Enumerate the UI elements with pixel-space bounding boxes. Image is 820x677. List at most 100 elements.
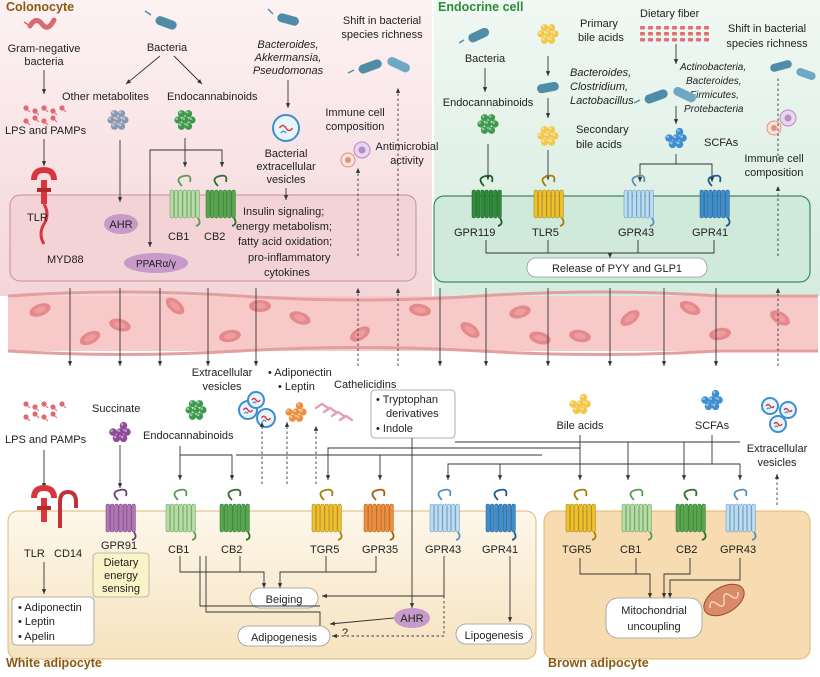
gpr43-label-endocrine: GPR43 bbox=[618, 227, 654, 239]
vessel-transport-arrows bbox=[67, 288, 781, 366]
bev-label-3: vesicles bbox=[266, 174, 306, 186]
shift-label-endocrine-2: species richness bbox=[726, 38, 808, 50]
gram-negative-label-2: bacteria bbox=[24, 56, 64, 68]
endocannabinoids-label-endocrine: Endocannabinoids bbox=[443, 97, 534, 109]
effects-line-1: Insulin signaling; bbox=[243, 206, 324, 218]
myd88-label: MYD88 bbox=[47, 254, 84, 266]
phyla-2: Bacteroides, bbox=[686, 76, 742, 87]
endocrine-title: Endocrine cell bbox=[438, 0, 523, 14]
bile-acids-icon-bottom bbox=[569, 393, 591, 415]
effects-line-4: pro-inflammatory bbox=[248, 252, 331, 264]
effects-line-5: cytokines bbox=[264, 267, 310, 279]
species-colonocyte-3: Pseudomonas bbox=[253, 65, 324, 77]
adipogenesis-box bbox=[237, 625, 331, 647]
bev-label-1: Bacterial bbox=[265, 148, 308, 160]
bacterial-vesicles-icon bbox=[272, 114, 300, 142]
primary-bile-acids-icon bbox=[537, 24, 559, 44]
endocrine-receptors bbox=[471, 174, 731, 227]
tlr-label: TLR bbox=[27, 212, 48, 224]
sensing-1: Dietary bbox=[104, 557, 139, 569]
gpcr-receptor-icon bbox=[169, 174, 201, 227]
shift-label-colonocyte-2: species richness bbox=[341, 29, 423, 41]
question-mark: ? bbox=[342, 627, 348, 639]
shift-label-endocrine-1: Shift in bacterial bbox=[728, 23, 806, 35]
endocannabinoids-label-colonocyte: Endocannabinoids bbox=[167, 91, 258, 103]
ev-right-2: vesicles bbox=[757, 457, 797, 469]
ahr-node-white bbox=[394, 608, 430, 628]
antimicrobial-label-1: Antimicrobial bbox=[376, 141, 439, 153]
cb2-receptor-icon-colonocyte bbox=[205, 174, 237, 227]
secondary-ba-label-2: bile acids bbox=[576, 139, 622, 151]
dietary-fiber-label: Dietary fiber bbox=[640, 8, 700, 20]
dietary-sensing-box bbox=[92, 552, 150, 598]
gpcr-receptor-icon bbox=[623, 174, 655, 227]
tgr5-label-brown: TGR5 bbox=[562, 544, 591, 556]
bacteria-label-colonocyte: Bacteria bbox=[147, 42, 188, 54]
vesicle-icon bbox=[769, 415, 787, 433]
red-blood-cells bbox=[29, 297, 790, 346]
mitochondrion-icon bbox=[703, 583, 745, 617]
gpr43-label-white: GPR43 bbox=[425, 544, 461, 556]
immune-label-colonocyte-2: composition bbox=[326, 121, 385, 133]
endocannabinoids-label-bottom: Endocannabinoids bbox=[143, 430, 234, 442]
immune-label-colonocyte-1: Immune cell bbox=[325, 107, 384, 119]
vesicle-icon bbox=[247, 391, 265, 409]
tryptophan-3: • Indole bbox=[376, 423, 413, 435]
tryptophan-box bbox=[370, 389, 456, 439]
bev-label-2: extracellular bbox=[256, 161, 316, 173]
adipokines-box bbox=[11, 596, 95, 646]
endocannabinoids-icon-bottom bbox=[185, 400, 207, 420]
lps-particles-icon-bottom bbox=[23, 401, 67, 422]
phyla-3: Firmicutes, bbox=[690, 90, 739, 101]
gpcr-receptor-icon bbox=[471, 174, 503, 227]
effects-line-2: energy metabolism; bbox=[236, 221, 332, 233]
sensing-3: sensing bbox=[102, 583, 140, 595]
gpr91-label: GPR91 bbox=[101, 540, 137, 552]
other-metabolites-icon bbox=[107, 110, 129, 130]
phyla-1: Actinobacteria, bbox=[679, 62, 746, 73]
mito-box bbox=[605, 597, 703, 639]
species-endocrine-3: Lactobacillus bbox=[570, 95, 634, 107]
endocannabinoids-icon-endocrine bbox=[477, 114, 499, 134]
primary-ba-label-2: bile acids bbox=[578, 32, 624, 44]
cb2-label-white: CB2 bbox=[221, 544, 242, 556]
tlr-label-bottom: TLR bbox=[24, 548, 45, 560]
brown-adipocyte-title: Brown adipocyte bbox=[548, 656, 649, 670]
tlr5-label: TLR5 bbox=[532, 227, 559, 239]
lipogenesis-box bbox=[455, 623, 533, 645]
release-box bbox=[526, 257, 708, 278]
extracellular-vesicles-icon-right bbox=[761, 397, 797, 433]
immune-label-endocrine-2: composition bbox=[745, 167, 804, 179]
gpcr-receptor-icon bbox=[699, 174, 731, 227]
white-adipokine-2: • Leptin bbox=[18, 616, 55, 628]
gpcr-receptor-icon bbox=[363, 488, 395, 541]
gpr41-label-endocrine: GPR41 bbox=[692, 227, 728, 239]
sensing-2: energy bbox=[104, 570, 138, 582]
species-colonocyte-1: Bacteroides, bbox=[257, 39, 318, 51]
gpcr-receptor-icon bbox=[675, 488, 707, 541]
succinate-label: Succinate bbox=[92, 403, 140, 415]
adipokines-icon bbox=[285, 402, 307, 422]
tryptophan-2: derivatives bbox=[386, 408, 439, 420]
mito-label-1: Mitochondrial bbox=[621, 605, 686, 617]
gpcr-receptor-icon bbox=[533, 174, 565, 227]
cd14-label: CD14 bbox=[54, 548, 82, 560]
vesicle-icon bbox=[779, 401, 797, 419]
antimicrobial-label-2: activity bbox=[390, 155, 424, 167]
gpcr-receptor-icon bbox=[205, 174, 237, 227]
cb1-receptor-icon-colonocyte bbox=[169, 174, 201, 227]
white-adipocyte-title: White adipocyte bbox=[6, 656, 102, 670]
scfas-label-endocrine: SCFAs bbox=[704, 137, 739, 149]
gpcr-receptor-icon bbox=[105, 488, 137, 541]
blood-vessel bbox=[7, 290, 818, 356]
lps-particles-icon bbox=[23, 105, 67, 126]
extracellular-vesicles-icon bbox=[238, 391, 276, 428]
lipogenesis-label: Lipogenesis bbox=[465, 630, 524, 642]
gpcr-receptor-icon bbox=[165, 488, 197, 541]
immune-cells-icon-endocrine bbox=[766, 60, 816, 136]
vesicle-icon bbox=[256, 408, 276, 428]
tlr-receptor-icon bbox=[31, 166, 57, 245]
ev-label-2: vesicles bbox=[202, 381, 242, 393]
